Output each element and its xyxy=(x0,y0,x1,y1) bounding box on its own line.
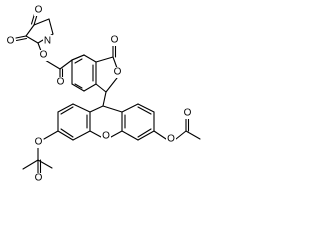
acetoxy-oxygen-left: O xyxy=(35,137,43,148)
imide-nitrogen: N xyxy=(44,36,51,47)
ester-carbonyl-oxygen: O xyxy=(57,77,65,88)
bond xyxy=(71,54,85,61)
bond xyxy=(105,77,118,93)
bond xyxy=(60,128,74,138)
bond xyxy=(37,42,42,52)
lactone-ring-oxygen: O xyxy=(114,67,122,78)
bond xyxy=(25,24,35,37)
bond xyxy=(153,130,167,140)
bond xyxy=(15,37,28,42)
bond xyxy=(102,105,123,113)
atom-labels: O N O O O O O O O O O O xyxy=(6,5,192,184)
bond xyxy=(57,103,74,113)
bond xyxy=(71,83,85,92)
bond xyxy=(137,130,155,141)
acetoxy-oxygen-right: O xyxy=(167,134,175,145)
bond xyxy=(59,59,73,70)
bond xyxy=(137,106,152,115)
bond xyxy=(95,56,114,63)
bond xyxy=(137,128,152,138)
bond xyxy=(83,54,97,63)
imide-carbonyl-oxygen-left: O xyxy=(7,36,15,47)
bond xyxy=(137,103,155,113)
ester-linking-oxygen: O xyxy=(40,50,48,61)
bond xyxy=(57,130,74,141)
bond xyxy=(72,103,91,113)
bond xyxy=(22,159,39,170)
imide-carbonyl-oxygen-top: O xyxy=(35,5,43,16)
bond xyxy=(89,105,104,113)
bond xyxy=(83,83,97,92)
bond xyxy=(74,83,83,89)
bond xyxy=(110,130,123,138)
bond xyxy=(121,103,139,113)
xanthene-oxygen: O xyxy=(102,131,110,142)
bond xyxy=(89,130,102,138)
chemical-structure: O N O O O O O O O O O O xyxy=(6,4,201,184)
bond xyxy=(48,18,54,35)
bond xyxy=(15,35,27,39)
bond xyxy=(33,18,50,26)
bonds xyxy=(15,13,201,174)
bond xyxy=(72,130,91,141)
bond xyxy=(44,59,61,70)
molecule-drawing: O N O O O O O O O O O O xyxy=(6,5,201,184)
bond xyxy=(43,130,59,140)
bond xyxy=(60,106,74,115)
bond xyxy=(102,91,107,107)
bond xyxy=(37,159,53,169)
bond xyxy=(95,83,107,93)
bond xyxy=(25,35,39,44)
lactone-carbonyl-oxygen: O xyxy=(111,35,119,46)
bond xyxy=(33,14,38,26)
bond xyxy=(121,130,139,141)
acetoxy-carbonyl-oxygen-right: O xyxy=(184,108,192,119)
bond xyxy=(74,58,83,64)
bond xyxy=(112,56,118,69)
bond xyxy=(175,130,187,140)
acetoxy-carbonyl-oxygen-left: O xyxy=(35,173,43,184)
bond xyxy=(185,130,201,140)
